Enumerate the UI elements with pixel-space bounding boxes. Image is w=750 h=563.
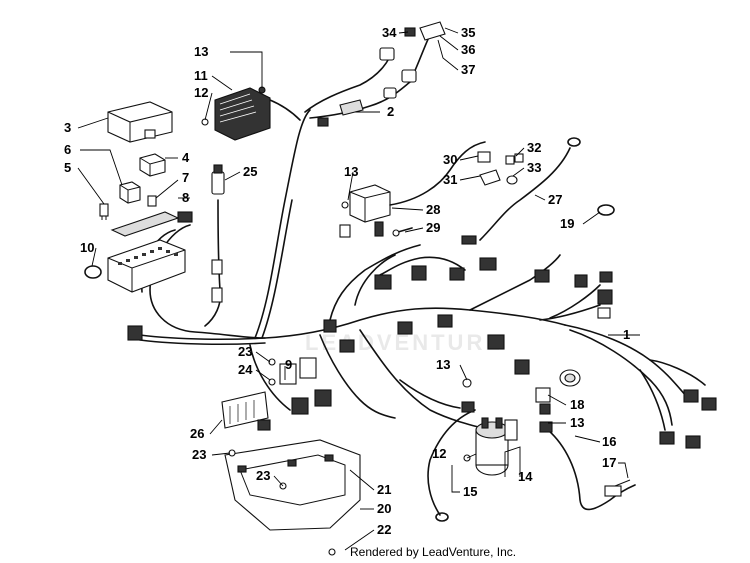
relay-boot <box>535 369 581 403</box>
callout-36: 36 <box>461 42 475 57</box>
fuse-block <box>107 211 193 293</box>
callout-24: 24 <box>238 362 253 377</box>
callout-18: 18 <box>570 397 584 412</box>
battery-cable <box>461 137 581 245</box>
callout-numbers: 1 2 3 4 5 6 7 8 9 10 11 12 12 13 13 13 1… <box>64 25 630 537</box>
callout-1: 1 <box>623 327 630 342</box>
callout-14: 14 <box>518 469 533 484</box>
relay-mini <box>119 181 141 204</box>
callout-29: 29 <box>426 220 440 235</box>
callout-13-coil: 13 <box>344 164 358 179</box>
callout-13-regulator: 13 <box>194 44 208 59</box>
callout-23-top: 23 <box>238 344 252 359</box>
callout-8: 8 <box>182 190 189 205</box>
callout-11: 11 <box>194 68 208 83</box>
callout-5: 5 <box>64 160 71 175</box>
callout-31: 31 <box>443 172 457 187</box>
callout-33: 33 <box>527 160 541 175</box>
control-module <box>221 391 271 431</box>
callout-2: 2 <box>387 104 394 119</box>
callout-28: 28 <box>426 202 440 217</box>
callout-15: 15 <box>463 484 477 499</box>
credit-line: Rendered by LeadVenture, Inc. <box>350 545 517 559</box>
solenoid-cable <box>427 378 476 522</box>
leader-lines <box>77 27 640 551</box>
voltage-regulator <box>201 86 271 141</box>
callout-20: 20 <box>377 501 391 516</box>
fuse-blade <box>99 203 109 220</box>
clamp-ring <box>84 265 102 279</box>
callout-34: 34 <box>382 25 397 40</box>
callout-35: 35 <box>461 25 475 40</box>
coil-bolt <box>392 227 413 237</box>
callout-12-upper: 12 <box>194 85 208 100</box>
fuse-holder <box>504 403 551 441</box>
callout-7: 7 <box>182 170 189 185</box>
callout-21: 21 <box>377 482 391 497</box>
relays-cluster <box>268 357 332 415</box>
callout-13-solenoid: 13 <box>436 357 450 372</box>
fuse-box-cover <box>107 101 173 143</box>
callout-13-right: 13 <box>570 415 584 430</box>
callout-27: 27 <box>548 192 562 207</box>
right-connectors <box>659 389 717 449</box>
ring-clamp <box>597 204 615 216</box>
callout-16: 16 <box>602 434 616 449</box>
callout-25: 25 <box>243 164 257 179</box>
relay-small <box>139 153 166 177</box>
callout-12-lower: 12 <box>432 446 446 461</box>
terminal-parts <box>505 153 524 185</box>
callout-17: 17 <box>602 455 616 470</box>
callout-19: 19 <box>560 216 574 231</box>
callout-6: 6 <box>64 142 71 157</box>
center-connectors <box>323 257 613 375</box>
callout-4: 4 <box>182 150 190 165</box>
callout-30: 30 <box>443 152 457 167</box>
callout-10: 10 <box>80 240 94 255</box>
starter-cable <box>539 421 636 511</box>
harness-end-connector <box>127 325 143 341</box>
ignition-coil <box>339 141 486 238</box>
callout-26: 26 <box>190 426 204 441</box>
fuse-small <box>147 195 157 207</box>
callout-32: 32 <box>527 140 541 155</box>
callout-37: 37 <box>461 62 475 77</box>
main-wire-harness <box>139 34 706 431</box>
mounting-plate <box>224 439 361 556</box>
callout-22: 22 <box>377 522 391 537</box>
terminal-boot <box>477 151 501 186</box>
callout-3: 3 <box>64 120 71 135</box>
starter-solenoid <box>463 417 509 476</box>
callout-23-plate: 23 <box>256 468 270 483</box>
callout-9: 9 <box>285 357 292 372</box>
oxygen-sensor <box>211 164 225 303</box>
callout-23-left: 23 <box>192 447 206 462</box>
